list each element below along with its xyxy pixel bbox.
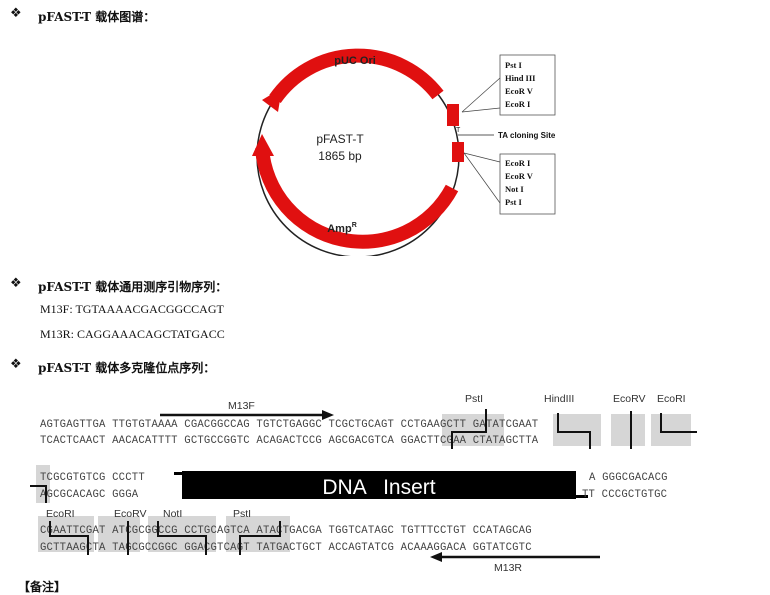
- ecori-highlight: [651, 414, 691, 446]
- ta-site-mark: T: [456, 127, 461, 134]
- ori-label: pUC Ori: [334, 55, 376, 67]
- plasmid-map: pFAST-T 1865 bp pUC Ori AmpR T TA clonin…: [252, 48, 556, 256]
- site-label-noti: NotI: [163, 508, 182, 520]
- noti-cut-mark: [157, 521, 207, 555]
- bullet-icon: ❖: [10, 6, 22, 21]
- amp-arc: [255, 147, 459, 249]
- insert-overhang-top: [174, 472, 184, 475]
- upper-leader-1: [461, 77, 501, 113]
- m13f-arrowhead: [322, 410, 334, 420]
- lower-leader-2: [463, 152, 501, 204]
- plasmid-size: 1865 bp: [318, 149, 362, 163]
- site-label-ecorv: EcoRV: [613, 393, 646, 405]
- psti-cut-mark: [451, 409, 487, 449]
- seq-row2-bottom-left: AGCGCACAGC GGGA: [40, 489, 139, 501]
- seq-row1-top: AGTGAGTTGA TTGTGTAAAA CGACGGCCAG TGTCTGA…: [40, 419, 538, 431]
- hindiii-cut-mark: [557, 413, 591, 449]
- site-label-ecori: EcoRI: [657, 393, 686, 405]
- ecori-cut-mark: [660, 413, 697, 433]
- site-label-psti-2: PstI: [233, 508, 251, 520]
- upper-leader-2: [461, 107, 501, 113]
- lower-site-3: Not I: [505, 184, 524, 194]
- site-label-ecori-2: EcoRI: [46, 508, 75, 520]
- mcs-diagram: M13F PstI HindIII EcoRV EcoRI AGTGAGTTGA…: [30, 393, 697, 574]
- site-label-psti: PstI: [465, 393, 483, 405]
- upper-site-2: Hind III: [505, 73, 536, 83]
- upper-mcs-box: [447, 104, 459, 126]
- seq-row3-top: CGAATTCGAT ATCGCGGCCG CCTGCAGTCA ATACTGA…: [40, 525, 532, 537]
- plasmid-name: pFAST-T: [316, 132, 364, 146]
- lower-site-4: Pst I: [505, 197, 522, 207]
- lower-leader-1: [463, 152, 501, 163]
- lower-site-1: EcoR I: [505, 158, 531, 168]
- seq-row2-top-left: TCGCGTGTCG CCCTT: [40, 472, 145, 484]
- amp-arrowhead: [252, 134, 274, 156]
- primer-m13f: M13F: TGTAAAACGACGGCCAGT: [40, 302, 224, 316]
- seq-row1-bottom: TCACTCAACT AACACATTTT GCTGCCGGTC ACAGACT…: [40, 435, 539, 447]
- m13r-label: M13R: [494, 562, 522, 574]
- footer-note: 【备注】: [18, 580, 67, 594]
- lower-sites-box: [499, 153, 556, 215]
- psti-cut-mark-2: [239, 521, 281, 555]
- hind-highlight: [553, 414, 601, 446]
- lower-mcs-box: [452, 142, 464, 162]
- seq-row2-top-right: A GGGCGACACG: [589, 472, 668, 484]
- amp-label: AmpR: [327, 222, 357, 235]
- row3-noti-highlight: [148, 516, 216, 552]
- section-title-map: pFAST-T 载体图谱：: [38, 10, 156, 24]
- seq-row2-bottom-right: TT CCCGCTGTGC: [582, 489, 667, 501]
- site-label-ecorv-2: EcoRV: [114, 508, 147, 520]
- bullet-icon: ❖: [10, 276, 22, 291]
- upper-site-3: EcoR V: [505, 86, 534, 96]
- primer-m13r: M13R: CAGGAAACAGCTATGACC: [40, 327, 225, 341]
- section-title-mcs: pFAST-T 载体多克隆位点序列：: [38, 361, 216, 375]
- seq-row3-bottom: GCTTAAGCTA TAGCGCCGGC GGACGTCAGT TATGACT…: [40, 542, 532, 554]
- ecorv-highlight: [611, 414, 645, 446]
- ori-arc: [269, 48, 444, 104]
- row3-ecori-highlight: [38, 516, 94, 552]
- upper-site-1: Pst I: [505, 60, 522, 70]
- dna-insert-label: DNA Insert: [322, 476, 435, 499]
- ecori-cut-mark-2: [30, 485, 47, 503]
- insert-overhang-bottom: [576, 495, 588, 498]
- ecori-cut-mark-3: [49, 521, 89, 555]
- site-label-hindiii: HindIII: [544, 393, 574, 405]
- dna-insert-bar: [182, 471, 576, 499]
- upper-sites-box: [499, 54, 556, 116]
- bullet-icon: ❖: [10, 357, 22, 372]
- m13f-label: M13F: [228, 400, 255, 412]
- ta-site-label: TA cloning Site: [498, 131, 556, 140]
- row3-ecorv-highlight: [98, 516, 140, 552]
- lower-site-2: EcoR V: [505, 171, 534, 181]
- section-title-primers: pFAST-T 载体通用测序引物序列：: [38, 280, 228, 294]
- ori-arrowhead: [262, 88, 282, 112]
- m13r-arrowhead: [430, 552, 442, 562]
- upper-site-4: EcoR I: [505, 99, 531, 109]
